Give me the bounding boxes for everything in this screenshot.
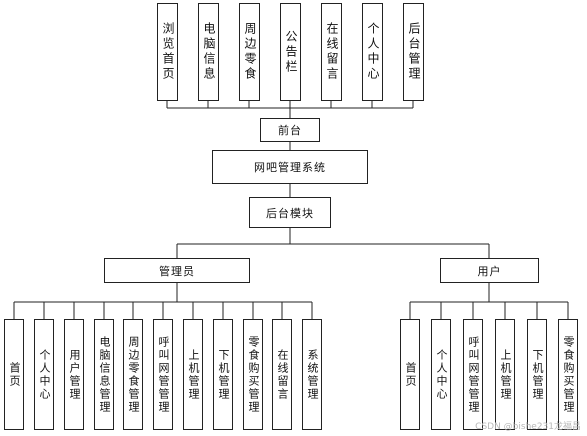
module-online-message: 在线留言 [321,3,342,101]
module-backend-management: 后台管理 [403,3,424,101]
module-notice-board: 公告栏 [280,3,301,101]
module-browse-home: 浏览首页 [157,3,178,101]
admin-module-snack-purchase-management: 零食购买管理 [243,319,263,430]
watermark: CSDN @bishe231龙福昌 [475,422,581,432]
admin-module-system-management: 系统管理 [302,319,322,430]
admin-module-online-message: 在线留言 [272,319,292,430]
user-module-home: 首页 [400,319,420,430]
user-module-snack-purchase-management: 零食购买管理 [558,319,578,430]
admin-module-snacks-management: 周边零食管理 [123,319,143,430]
frontend-node: 前台 [260,118,320,142]
user-module-login-machine-management: 上机管理 [495,319,515,430]
admin-module-computer-info-management: 电脑信息管理 [94,319,114,430]
module-computer-info: 电脑信息 [198,3,219,101]
admin-node: 管理员 [104,258,250,283]
module-snacks: 周边零食 [239,3,260,101]
admin-module-logout-machine-management: 下机管理 [213,319,233,430]
admin-module-personal-center: 个人中心 [34,319,54,430]
system-node: 网吧管理系统 [212,150,368,184]
admin-module-call-admin-management: 呼叫网管管理 [153,319,173,430]
module-personal-center: 个人中心 [362,3,383,101]
admin-module-home: 首页 [4,319,24,430]
user-module-logout-machine-management: 下机管理 [527,319,547,430]
user-module-call-admin-management: 呼叫网管管理 [463,319,483,430]
user-module-personal-center: 个人中心 [431,319,451,430]
backend-node: 后台模块 [249,197,331,228]
admin-module-login-machine-management: 上机管理 [183,319,203,430]
admin-module-user-management: 用户管理 [64,319,84,430]
user-node: 用户 [440,258,539,283]
